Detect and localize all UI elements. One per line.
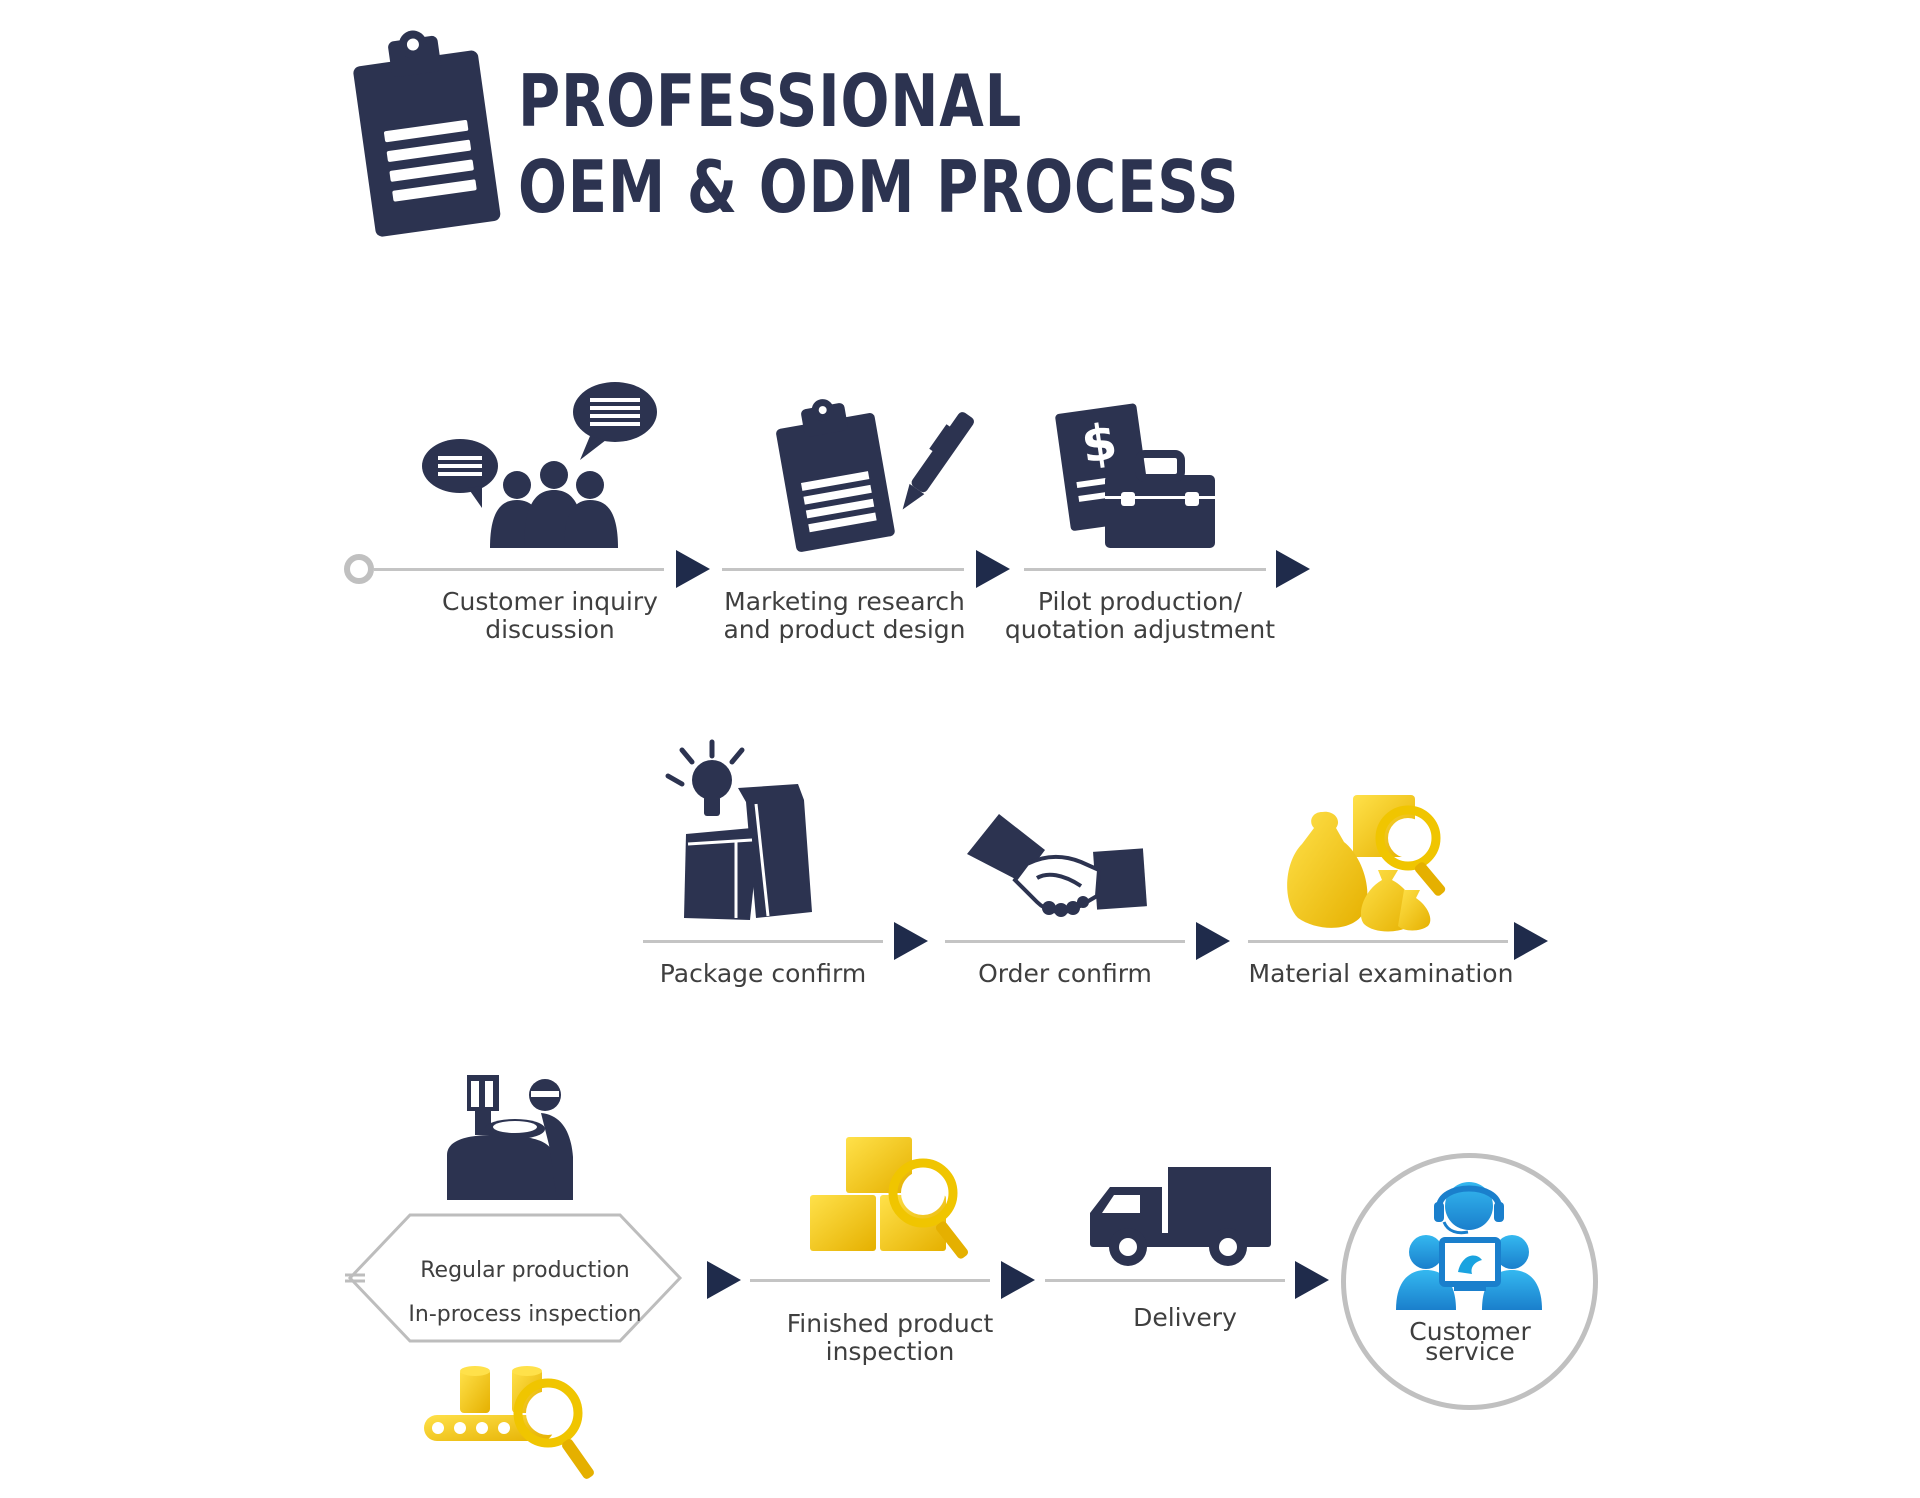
row1-line-3 (1024, 568, 1266, 571)
label-package-confirm: Package confirm (659, 959, 867, 988)
row2-line-2 (945, 940, 1185, 943)
truck-icon (1090, 1167, 1271, 1266)
arrow-5 (1196, 922, 1230, 960)
title-line-2: OEM & ODM PROCESS (518, 145, 1240, 229)
label-pilot-production: Pilot production/ quotation adjustment (1004, 587, 1276, 644)
clipboard-icon (353, 30, 501, 237)
clipboard-pen-icon (776, 399, 975, 552)
title-line-1: PROFESSIONAL (518, 59, 1023, 143)
handshake-icon (967, 814, 1147, 917)
label-marketing-research: Marketing research and product design (723, 587, 966, 644)
people-chat-icon (422, 382, 657, 548)
label-finished-product: Finished product inspection (786, 1309, 994, 1366)
row2-line-1 (643, 940, 883, 943)
arrow-8 (1001, 1261, 1035, 1299)
arrow-4 (894, 922, 928, 960)
row2-line-3 (1248, 940, 1508, 943)
arrow-2 (976, 550, 1010, 588)
arrow-3 (1276, 550, 1310, 588)
production-hexagon (345, 1213, 683, 1343)
page-title: PROFESSIONAL OEM & ODM PROCESS (518, 58, 1239, 230)
label-material-examination: Material examination (1248, 959, 1514, 988)
price-briefcase-icon: $ (1055, 403, 1215, 548)
row1-line-1 (374, 568, 664, 571)
svg-text:$: $ (1078, 412, 1121, 474)
label-regular-production: Regular production In-process inspection (408, 1258, 642, 1327)
label-order-confirm: Order confirm (978, 959, 1152, 988)
arrow-7 (707, 1261, 741, 1299)
label-customer-service: Customer service (1409, 1317, 1531, 1366)
label-delivery: Delivery (1133, 1303, 1237, 1332)
box-search-icon (810, 1137, 969, 1259)
material-search-icon (1287, 795, 1446, 932)
arrow-9 (1295, 1261, 1329, 1299)
row3-line-2 (1045, 1279, 1285, 1282)
start-marker (344, 554, 374, 584)
headset-agent-icon (1396, 1182, 1542, 1310)
row3-line-1 (750, 1279, 990, 1282)
production-machine-icon (447, 1075, 573, 1200)
arrow-6 (1514, 922, 1548, 960)
package-idea-icon (665, 739, 812, 920)
row1-line-2 (722, 568, 964, 571)
arrow-1 (676, 550, 710, 588)
label-customer-inquiry: Customer inquiry discussion (442, 587, 658, 644)
conveyor-search-icon (424, 1366, 594, 1479)
